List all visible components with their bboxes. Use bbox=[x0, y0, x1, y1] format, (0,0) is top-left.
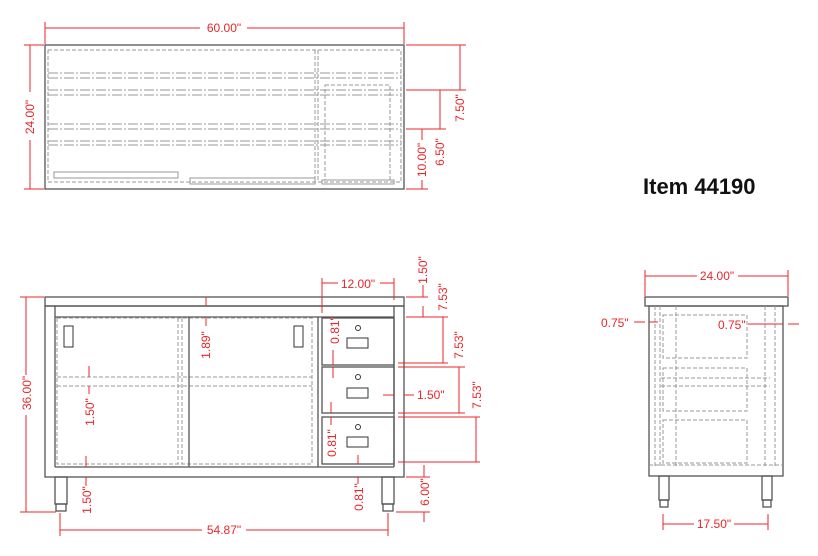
dim-drawer-width: 12.00" bbox=[341, 277, 375, 291]
dim-top-c: 10.00" bbox=[415, 143, 429, 177]
dim-leg-span: 54.87" bbox=[207, 523, 241, 537]
dim-top-a: 7.50" bbox=[453, 94, 467, 122]
dim-leg-height: 6.00" bbox=[418, 478, 432, 506]
door-handle-left bbox=[63, 325, 74, 348]
dim-drawer-gap-1: 0.81" bbox=[328, 316, 342, 344]
dim-side-leg-span: 17.50" bbox=[697, 517, 731, 531]
dim-door-top: 1.89" bbox=[199, 331, 213, 359]
dim-inset-right: 0.75" bbox=[718, 318, 746, 332]
dim-drawer-gap-3: 0.81" bbox=[352, 483, 366, 511]
dim-drawer-3: 7.53" bbox=[470, 381, 484, 409]
dim-drawer-1: 7.53" bbox=[436, 283, 450, 311]
dim-inset-left: 0.75" bbox=[601, 316, 629, 330]
dim-bottom-shelf: 1.50" bbox=[80, 486, 94, 514]
dim-side-inset: 1.50" bbox=[417, 388, 445, 402]
dim-shelf: 1.50" bbox=[83, 398, 97, 426]
top-view: 60.00" 24.00" 7.50" 6.50" 10.00" bbox=[23, 21, 467, 190]
door-handle-right bbox=[293, 325, 304, 348]
dim-height: 36.00" bbox=[20, 376, 34, 410]
dim-top-b: 6.50" bbox=[433, 138, 447, 166]
dim-top-gap: 1.50" bbox=[416, 256, 430, 284]
dim-top-width: 60.00" bbox=[207, 21, 241, 35]
dim-side-depth: 24.00" bbox=[700, 269, 734, 283]
front-view: 36.00" 54.87" 12.00" 1.50" 7.53" 7.53" 7… bbox=[20, 256, 484, 537]
dim-drawer-gap-2: 0.81" bbox=[325, 429, 339, 457]
dim-top-depth: 24.00" bbox=[23, 100, 37, 134]
item-number: Item 44190 bbox=[643, 174, 756, 199]
dim-drawer-2: 7.53" bbox=[452, 331, 466, 359]
side-view: 24.00" 17.50" 0.75" 0.75" bbox=[601, 269, 799, 531]
drawers bbox=[321, 317, 395, 465]
